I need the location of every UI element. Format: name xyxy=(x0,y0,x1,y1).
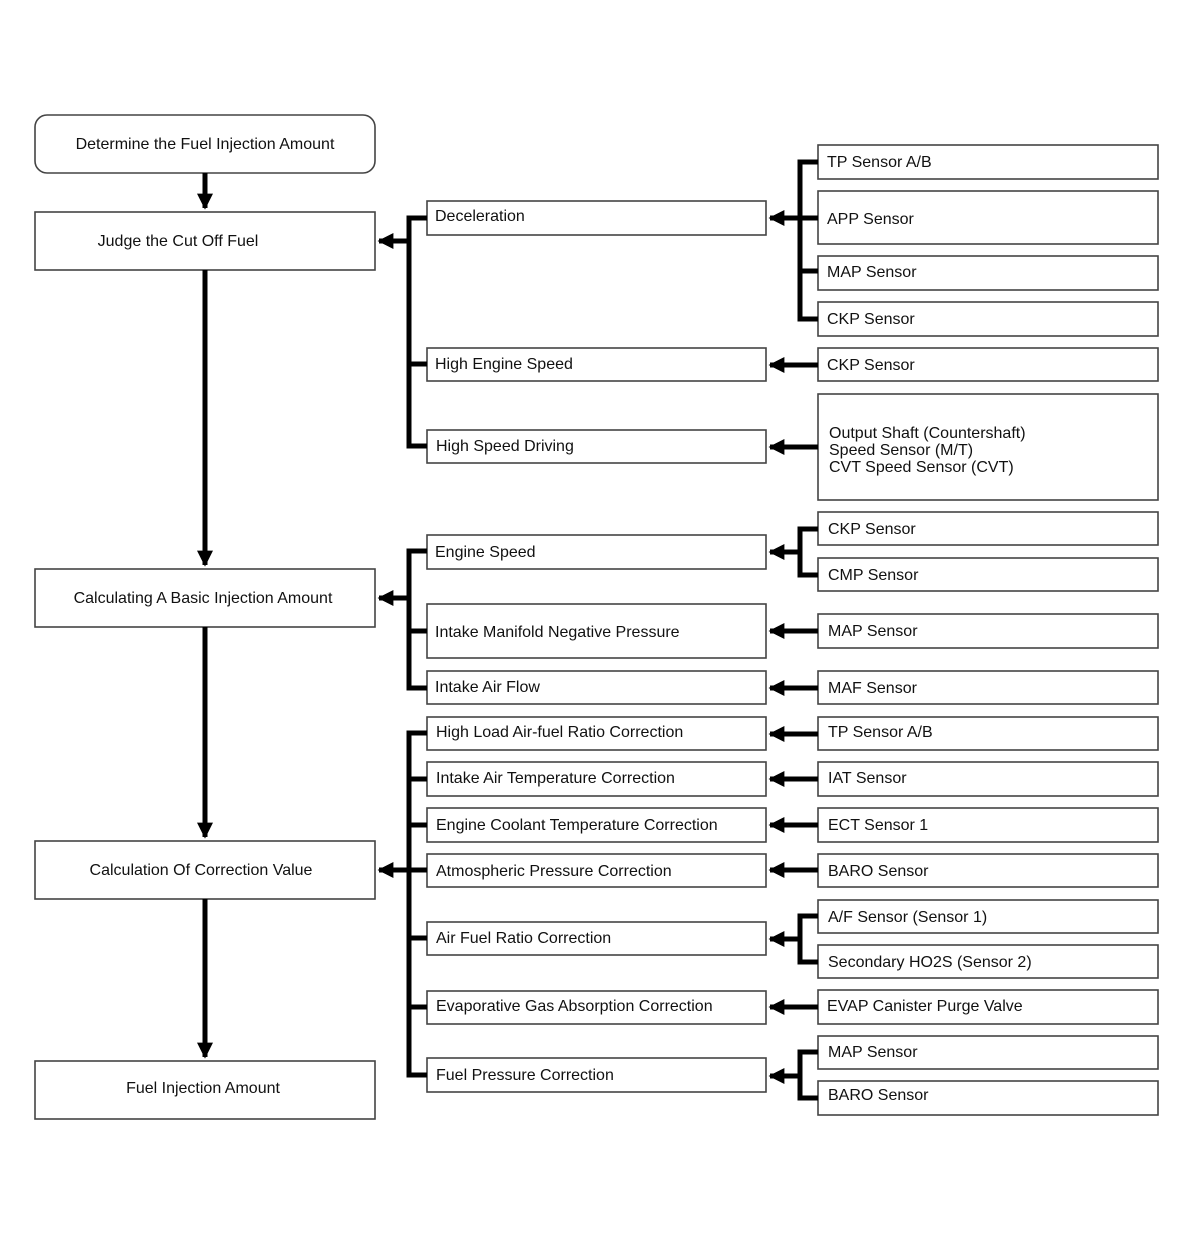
cut-off-bracket xyxy=(406,215,427,449)
fuel-pressure-sensor-bracket xyxy=(797,1049,818,1101)
deceleration-box xyxy=(426,200,767,236)
air-fuel-ratio-box xyxy=(426,921,767,956)
tp-sensor-2-label: TP Sensor A/B xyxy=(828,724,933,741)
evaporative-label: Evaporative Gas Absorption Correction xyxy=(436,998,713,1015)
ckp-sensor-2-label: CKP Sensor xyxy=(827,357,915,374)
map-sensor-2-label: MAP Sensor xyxy=(828,623,918,640)
ckp-sensor-label: CKP Sensor xyxy=(827,311,915,328)
atmospheric-box xyxy=(426,853,767,888)
high-load-label: High Load Air-fuel Ratio Correction xyxy=(436,724,683,741)
map-sensor-3-box xyxy=(817,1035,1159,1070)
intake-manifold-label: Intake Manifold Negative Pressure xyxy=(435,624,680,641)
basic-injection-label: Calculating A Basic Injection Amount xyxy=(74,590,333,607)
air-fuel-sensor-bracket xyxy=(797,913,818,965)
ckp-sensor-box xyxy=(817,301,1159,337)
baro-sensor-label: BARO Sensor xyxy=(828,863,929,880)
judge-cut-off-box xyxy=(34,211,376,271)
output-shaft-line-2: Speed Sensor (M/T) xyxy=(829,442,973,459)
high-engine-speed-label: High Engine Speed xyxy=(435,356,573,373)
fuel-pressure-label: Fuel Pressure Correction xyxy=(436,1067,614,1084)
high-engine-speed-box xyxy=(426,347,767,382)
ckp-sensor-2-box xyxy=(817,347,1159,382)
high-load-box xyxy=(426,716,767,751)
atmospheric-label: Atmospheric Pressure Correction xyxy=(436,863,672,880)
tp-sensor-box xyxy=(817,144,1159,180)
basic-bracket xyxy=(406,548,427,691)
result-label: Fuel Injection Amount xyxy=(126,1080,280,1097)
baro-sensor-box xyxy=(817,853,1159,888)
baro-sensor-2-label: BARO Sensor xyxy=(828,1087,929,1104)
intake-air-temp-box xyxy=(426,761,767,797)
iat-sensor-label: IAT Sensor xyxy=(828,770,907,787)
fuel-pressure-box xyxy=(426,1057,767,1093)
maf-sensor-box xyxy=(817,670,1159,705)
intake-air-flow-label: Intake Air Flow xyxy=(435,679,540,696)
map-sensor-3-label: MAP Sensor xyxy=(828,1044,918,1061)
evaporative-box xyxy=(426,990,767,1025)
basic-injection-box xyxy=(34,568,376,628)
map-sensor-box xyxy=(817,255,1159,291)
output-shaft-line-1: Output Shaft (Countershaft) xyxy=(829,425,1026,442)
af-sensor-box xyxy=(817,899,1159,934)
app-sensor-label: APP Sensor xyxy=(827,211,915,228)
ckp-sensor-3-box xyxy=(817,511,1159,546)
tp-sensor-2-box xyxy=(817,716,1159,751)
air-fuel-ratio-label: Air Fuel Ratio Correction xyxy=(436,930,611,947)
engine-speed-box xyxy=(426,534,767,570)
map-sensor-label: MAP Sensor xyxy=(827,264,917,281)
deceleration-label: Deceleration xyxy=(435,208,525,225)
af-sensor-label: A/F Sensor (Sensor 1) xyxy=(828,909,987,926)
intake-manifold-box xyxy=(426,603,767,659)
coolant-temp-box xyxy=(426,807,767,843)
deceleration-sensor-bracket xyxy=(797,159,818,322)
ckp-sensor-3-label: CKP Sensor xyxy=(828,521,916,538)
correction-value-label: Calculation Of Correction Value xyxy=(90,862,313,879)
coolant-temp-label: Engine Coolant Temperature Correction xyxy=(436,817,718,834)
ect-sensor-box xyxy=(817,807,1159,843)
engine-speed-label: Engine Speed xyxy=(435,544,536,561)
ect-sensor-label: ECT Sensor 1 xyxy=(828,817,928,834)
high-speed-driving-label: High Speed Driving xyxy=(436,438,574,455)
cmp-sensor-box xyxy=(817,557,1159,592)
evap-valve-box xyxy=(817,989,1159,1025)
cmp-sensor-label: CMP Sensor xyxy=(828,567,919,584)
intake-air-flow-box xyxy=(426,670,767,705)
result-box xyxy=(34,1060,376,1120)
high-speed-driving-box xyxy=(426,429,767,464)
output-shaft-line-3: CVT Speed Sensor (CVT) xyxy=(829,459,1014,476)
engine-speed-sensor-bracket xyxy=(797,526,818,578)
correction-value-box xyxy=(34,840,376,900)
evap-valve-label: EVAP Canister Purge Valve xyxy=(827,998,1023,1015)
judge-cut-off-label: Judge the Cut Off Fuel xyxy=(98,233,259,250)
start-label: Determine the Fuel Injection Amount xyxy=(76,136,335,153)
correction-bracket xyxy=(406,730,427,1078)
tp-sensor-label: TP Sensor A/B xyxy=(827,154,932,171)
maf-sensor-label: MAF Sensor xyxy=(828,680,918,697)
iat-sensor-box xyxy=(817,761,1159,797)
secondary-ho2s-label: Secondary HO2S (Sensor 2) xyxy=(828,954,1032,971)
intake-air-temp-label: Intake Air Temperature Correction xyxy=(436,770,675,787)
